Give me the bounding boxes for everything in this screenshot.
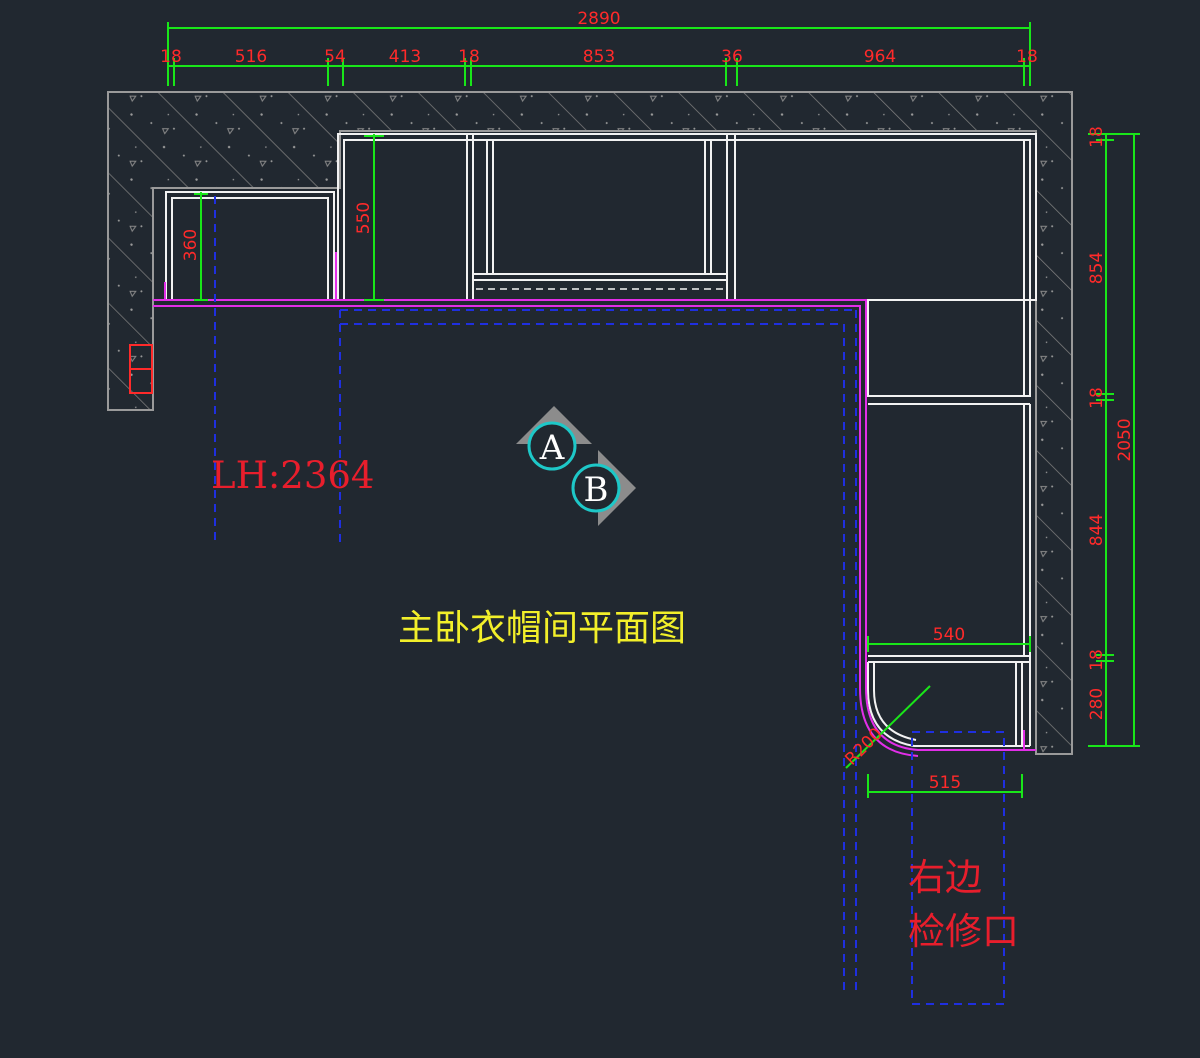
view-tag-a: A [516,406,592,471]
cabinet-top-run [337,133,1037,301]
depth-dimension-mid [364,134,384,301]
dim-width-515: 515 [929,773,961,793]
dim-radius: R200 [841,724,886,769]
view-tag-a-label: A [539,428,565,468]
dim-depth-left: 360 [181,229,201,261]
wall-socket-symbol [129,344,153,394]
view-tag-b: B [571,450,636,526]
dim-top-seg-4: 413 [389,47,421,67]
dim-right-seg-3: 18 [1087,387,1107,409]
dim-top-seg-8: 964 [864,47,896,67]
radius-leader [845,685,931,769]
dim-top-seg-6: 853 [583,47,615,67]
cabinet-right-lower [867,404,1031,747]
panel-outline [153,252,1036,757]
dim-top-seg-2: 516 [235,47,267,67]
dim-top-seg-9: 18 [1016,47,1038,67]
width-dimension-540 [867,636,1031,652]
access-note-line-1: 右边 [908,856,982,899]
dim-overall-width: 2890 [577,9,620,29]
dim-right-seg-5: 18 [1087,649,1107,671]
drawing-title: 主卧衣帽间平面图 [398,608,686,649]
dim-right-seg-4: 844 [1087,514,1107,546]
dim-right-overall: 2050 [1115,418,1135,461]
dim-top-seg-3: 54 [324,47,346,67]
dim-top-seg-7: 36 [721,47,743,67]
dim-depth-mid: 550 [354,202,374,234]
dim-right-seg-2: 854 [1087,252,1107,284]
dim-right-seg-1: 18 [1087,126,1107,148]
width-dimension-515 [867,774,1023,798]
top-dimension-chain [167,22,1031,86]
access-note-line-2: 检修口 [908,910,1019,953]
dim-top-seg-5: 18 [458,47,480,67]
dim-right-seg-6: 280 [1087,688,1107,720]
hidden-lines [214,196,1005,1005]
cabinet-right-upper [867,140,1031,405]
depth-dimension-left [194,192,208,301]
dim-width-540: 540 [933,625,965,645]
dim-top-seg-1: 18 [160,47,182,67]
view-tag-b-label: B [584,470,609,510]
level-note: LH:2364 [211,454,374,497]
right-dimension-chain [1088,133,1140,747]
